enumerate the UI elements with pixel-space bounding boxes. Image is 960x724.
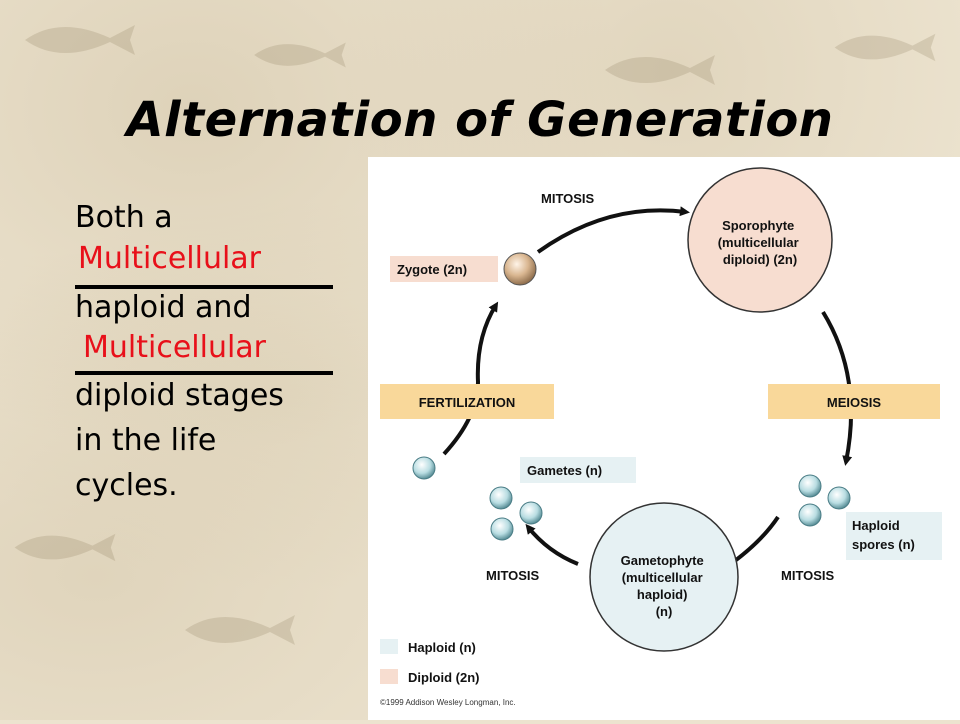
legend-haploid-swatch [380, 639, 398, 654]
legend-diploid-swatch [380, 669, 398, 684]
meiosis-label: MEIOSIS [827, 395, 882, 410]
gamete-cell-icon [489, 486, 513, 510]
zygote-cell-icon [503, 252, 537, 286]
sporophyte-label: diploid) (2n) [723, 252, 797, 267]
sporophyte-circle [687, 167, 833, 313]
sporophyte-label: Sporophyte [722, 218, 794, 233]
slide-title: Alternation of Generation [126, 92, 834, 148]
fish-watermark-icon [14, 533, 116, 562]
gametophyte-label: (multicellular [622, 570, 703, 585]
text-line: in the life [75, 423, 217, 458]
fish-watermark-icon [834, 33, 936, 62]
spore-cell-icon [827, 486, 851, 510]
blank-answer: Multicellular [83, 330, 267, 365]
spore-cell-icon [798, 474, 822, 498]
mitosis-label-bottom-right: MITOSIS [781, 568, 835, 583]
svg-text:Sporophyte (multicellula: Sporophyte (multicellular diploid) (2n) [718, 218, 803, 267]
text-line: Both a [75, 200, 173, 235]
mitosis-arrow-top [536, 206, 690, 254]
gametophyte-label: haploid) [637, 587, 688, 602]
svg-text:Gametophyte (multicellul: Gametophyte (multicellular haploid) (n) [621, 553, 708, 619]
mitosis-arrow-bottom-left [525, 523, 579, 566]
fertilization-box [380, 384, 554, 419]
text-line: diploid stages [75, 378, 284, 413]
life-cycle-diagram: Sporophyte (multicellular diploid) (2n) … [368, 157, 960, 720]
sporophyte-label: (multicellular [718, 235, 799, 250]
gametophyte-label: (n) [656, 604, 673, 619]
gametophyte-label: Gametophyte [621, 553, 704, 568]
legend-haploid-label: Haploid (n) [408, 640, 476, 655]
haploid-spores-label: spores (n) [852, 537, 915, 552]
copyright-text: ©1999 Addison Wesley Longman, Inc. [380, 698, 516, 707]
gamete-cell-icon [490, 517, 514, 541]
mitosis-label-bottom-left: MITOSIS [486, 568, 540, 583]
gametes-label: Gametes (n) [527, 463, 602, 478]
fish-watermark-icon [25, 25, 135, 55]
legend-diploid-label: Diploid (2n) [408, 670, 480, 685]
zygote-label: Zygote (2n) [397, 262, 467, 277]
haploid-spores-box [846, 512, 942, 560]
zygote-label-box [390, 256, 498, 282]
fish-watermark-icon [605, 55, 715, 85]
blank-underline [75, 371, 333, 375]
svg-text:Haploid spores (n): Haploid spores (n) [852, 518, 915, 552]
gamete-cell-icon [412, 456, 436, 480]
blank-answer: Multicellular [78, 241, 262, 276]
life-cycle-svg: Sporophyte (multicellular diploid) (2n) … [380, 167, 942, 707]
mitosis-label-top: MITOSIS [541, 191, 595, 206]
text-line: haploid and [75, 290, 252, 325]
gametes-label-box [520, 457, 636, 483]
haploid-spores-label: Haploid [852, 518, 900, 533]
fertilization-label: FERTILIZATION [419, 395, 516, 410]
fertilization-arrow [442, 301, 499, 456]
text-line: cycles. [75, 468, 178, 503]
meiosis-arrow [821, 310, 854, 466]
gametophyte-circle [589, 502, 739, 652]
blank-underline [75, 285, 333, 289]
spore-cell-icon [798, 503, 822, 527]
gamete-cell-icon [519, 501, 543, 525]
meiosis-box [768, 384, 940, 419]
fish-watermark-icon [254, 42, 346, 68]
fish-watermark-icon [185, 615, 295, 645]
